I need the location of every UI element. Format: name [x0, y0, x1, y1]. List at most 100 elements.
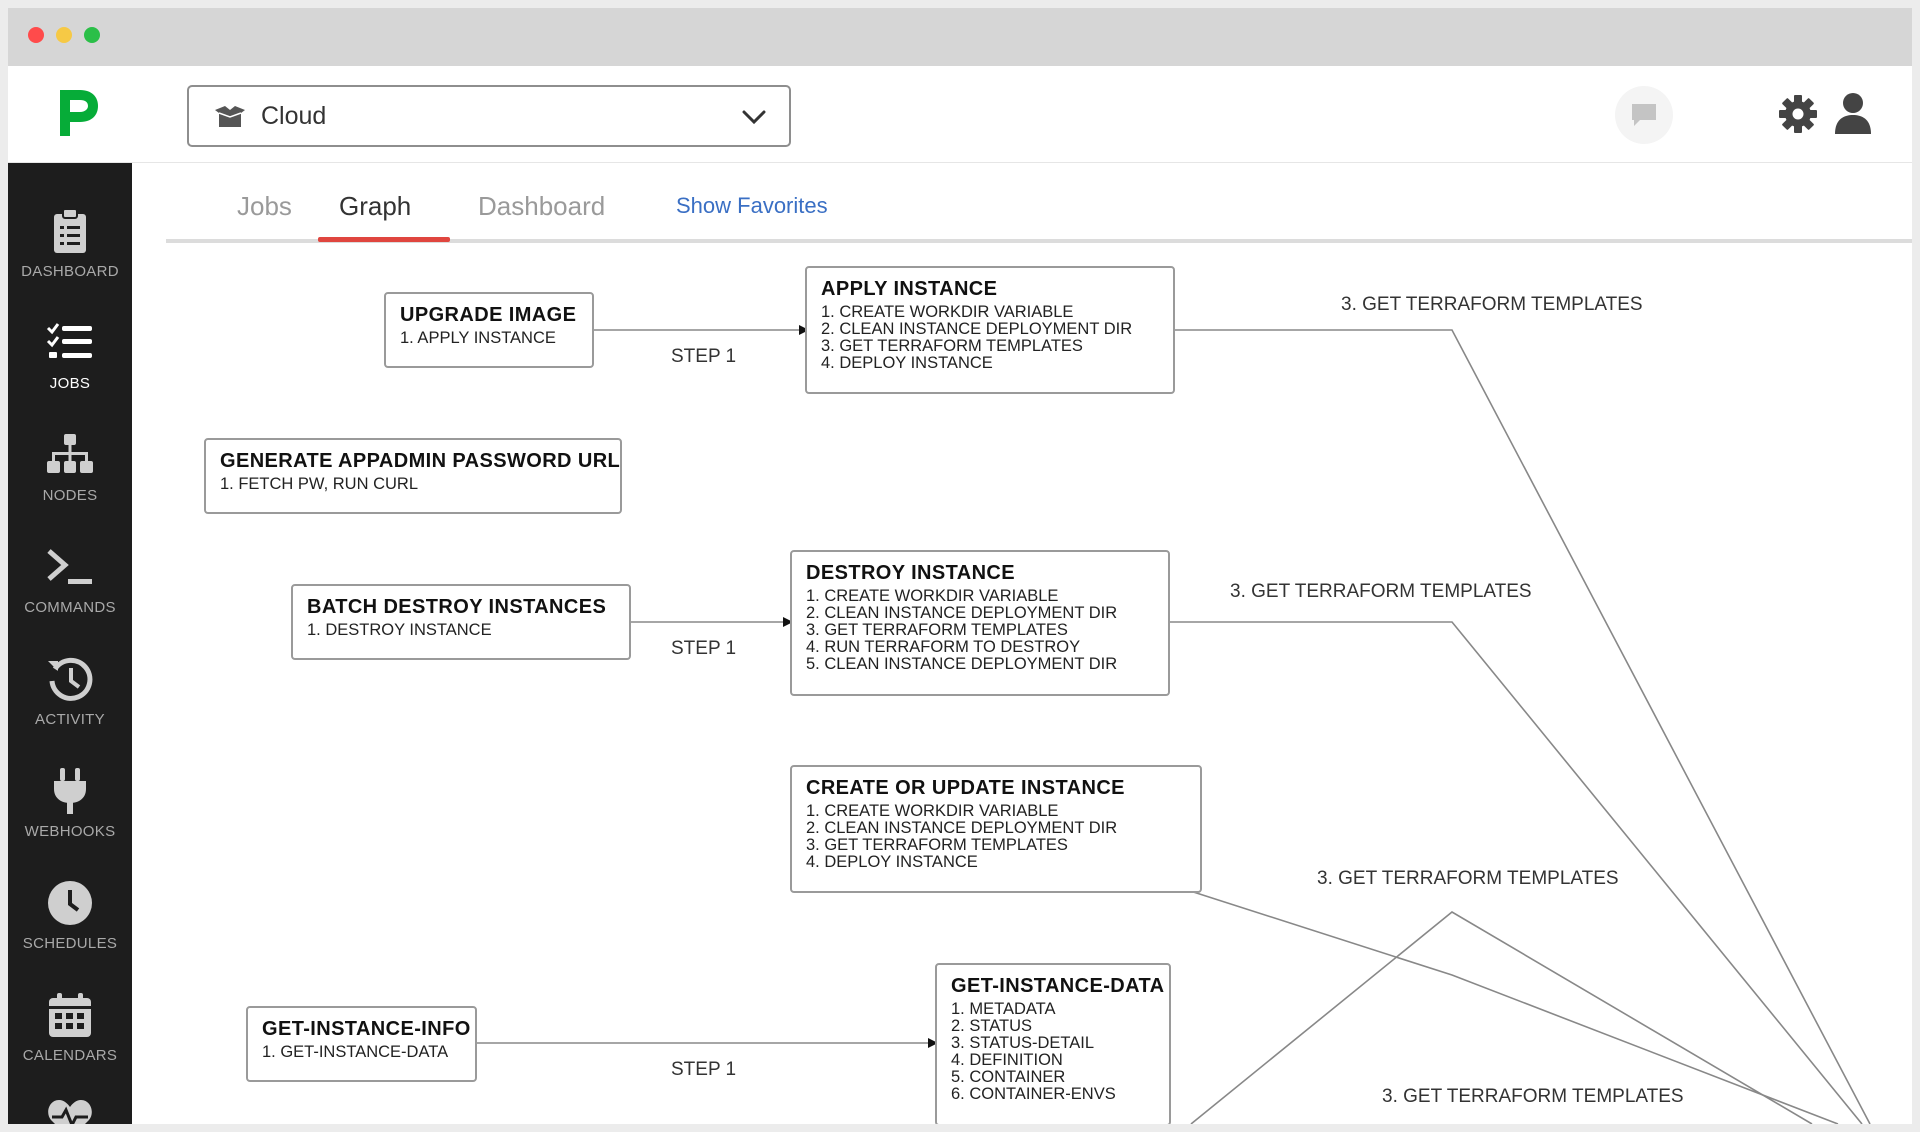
sidebar-item-webhooks[interactable]: WEBHOOKS	[8, 751, 132, 855]
chat-icon	[1632, 104, 1656, 126]
edge-label-step1: STEP 1	[671, 1059, 737, 1080]
terminal-icon	[47, 549, 92, 584]
tab-dashboard[interactable]: Dashboard	[478, 191, 606, 221]
job-node-title: GENERATE APPADMIN PASSWORD URL	[220, 450, 621, 472]
job-node-step: 6. CONTAINER-ENVS	[951, 1085, 1116, 1103]
edge-label-get-terraform-templates: 3. GET TERRAFORM TEMPLATES	[1341, 294, 1643, 315]
sidebar-item-schedules[interactable]: SCHEDULES	[8, 863, 132, 967]
sidebar-item-label: CALENDARS	[22, 1047, 118, 1064]
job-node-upgrade-image[interactable]: UPGRADE IMAGE 1. APPLY INSTANCE	[384, 292, 594, 368]
job-node-step: 3. STATUS-DETAIL	[951, 1034, 1095, 1052]
clock-icon	[48, 881, 92, 925]
hierarchy-icon	[47, 434, 93, 473]
tab-graph[interactable]: Graph	[339, 191, 412, 221]
job-node-title: BATCH DESTROY INSTANCES	[307, 596, 607, 618]
job-node-step: 1. FETCH PW, RUN CURL	[220, 475, 419, 493]
sidebar-item-commands[interactable]: COMMANDS	[8, 527, 132, 631]
sidebar-item-label: SCHEDULES	[22, 935, 118, 952]
job-node-title: DESTROY INSTANCE	[806, 562, 1016, 584]
app-window: Cloud	[8, 8, 1912, 1124]
gear-icon[interactable]	[1778, 94, 1818, 134]
heartbeat-icon	[48, 1100, 92, 1124]
sidebar-item-nodes[interactable]: NODES	[8, 415, 132, 519]
plug-icon	[54, 768, 86, 814]
edge-label-step1: STEP 1	[671, 346, 737, 367]
edge-get-data-templates	[1190, 911, 1813, 1124]
job-node-title: CREATE OR UPDATE INSTANCE	[806, 777, 1125, 799]
sidebar-item-label: DASHBOARD	[21, 263, 119, 280]
job-node-step: 1. APPLY INSTANCE	[400, 329, 556, 347]
job-node-title: UPGRADE IMAGE	[400, 304, 577, 326]
job-node-step: 2. CLEAN INSTANCE DEPLOYMENT DIR	[806, 819, 1118, 837]
user-icon[interactable]	[1834, 92, 1872, 134]
sidebar-item-jobs[interactable]: JOBS	[8, 303, 132, 407]
active-tab-indicator	[318, 237, 450, 242]
edge-label-get-terraform-templates: 3. GET TERRAFORM TEMPLATES	[1382, 1086, 1684, 1107]
job-node-step: 1. METADATA	[951, 1000, 1056, 1018]
job-node-get-instance-data[interactable]: GET-INSTANCE-DATA 1. METADATA 2. STATUS …	[935, 963, 1171, 1124]
job-node-step: 5. CONTAINER	[951, 1068, 1066, 1086]
project-select[interactable]: Cloud	[187, 85, 791, 147]
top-bar: Cloud	[8, 66, 1912, 163]
edge-label-get-terraform-templates: 3. GET TERRAFORM TEMPLATES	[1230, 581, 1532, 602]
window-maximize-button[interactable]	[84, 27, 100, 43]
window-close-button[interactable]	[28, 27, 44, 43]
checklist-icon	[46, 323, 92, 358]
job-node-create-or-update-instance[interactable]: CREATE OR UPDATE INSTANCE 1. CREATE WORK…	[790, 765, 1202, 893]
tab-baseline	[166, 239, 1912, 243]
job-node-batch-destroy-instances[interactable]: BATCH DESTROY INSTANCES 1. DESTROY INSTA…	[291, 584, 631, 660]
sidebar-nav: DASHBOARD JOBS NODES	[8, 163, 132, 1124]
job-node-step: 4. RUN TERRAFORM TO DESTROY	[806, 638, 1081, 656]
pagerduty-logo-icon[interactable]	[52, 84, 108, 144]
job-node-title: GET-INSTANCE-DATA	[951, 975, 1165, 997]
job-node-step: 4. DEPLOY INSTANCE	[821, 354, 993, 372]
tab-bar: Jobs Graph Dashboard Show Favorites	[166, 163, 1912, 245]
box-icon	[215, 106, 245, 127]
job-node-destroy-instance[interactable]: DESTROY INSTANCE 1. CREATE WORKDIR VARIA…	[790, 550, 1170, 696]
title-bar	[8, 8, 1912, 66]
job-node-get-instance-info[interactable]: GET-INSTANCE-INFO 1. GET-INSTANCE-DATA	[246, 1006, 477, 1082]
job-node-apply-instance[interactable]: APPLY INSTANCE 1. CREATE WORKDIR VARIABL…	[805, 266, 1175, 394]
edge-create-update-templates	[1183, 888, 1839, 1124]
job-node-step: 1. GET-INSTANCE-DATA	[262, 1043, 449, 1061]
job-node-step: 3. GET TERRAFORM TEMPLATES	[806, 621, 1068, 639]
chat-button[interactable]	[1615, 86, 1673, 144]
sidebar-item-label: COMMANDS	[24, 599, 116, 616]
history-icon	[48, 657, 93, 701]
graph-edges	[475, 325, 1871, 1124]
job-node-step: 1. CREATE WORKDIR VARIABLE	[806, 802, 1059, 820]
job-node-step: 4. DEPLOY INSTANCE	[806, 853, 978, 871]
job-node-step: 1. CREATE WORKDIR VARIABLE	[806, 587, 1059, 605]
tab-jobs[interactable]: Jobs	[237, 191, 292, 221]
sidebar-item-calendars[interactable]: CALENDARS	[8, 975, 132, 1079]
edge-label-get-terraform-templates: 3. GET TERRAFORM TEMPLATES	[1317, 868, 1619, 889]
edge-apply-templates	[1172, 329, 1871, 1124]
job-node-step: 5. CLEAN INSTANCE DEPLOYMENT DIR	[806, 655, 1118, 673]
show-favorites-link[interactable]: Show Favorites	[676, 193, 828, 218]
clipboard-icon	[54, 208, 86, 253]
sidebar-item-label: ACTIVITY	[35, 711, 105, 728]
job-node-step: 2. STATUS	[951, 1017, 1032, 1035]
job-node-title: APPLY INSTANCE	[821, 278, 998, 300]
sidebar-item-label: NODES	[42, 487, 98, 504]
job-node-step: 1. CREATE WORKDIR VARIABLE	[821, 303, 1074, 321]
job-node-step: 2. CLEAN INSTANCE DEPLOYMENT DIR	[821, 320, 1133, 338]
sidebar-item-label: JOBS	[49, 375, 91, 392]
sidebar-item-health[interactable]	[8, 1087, 132, 1124]
sidebar-item-activity[interactable]: ACTIVITY	[8, 639, 132, 743]
job-node-generate-appadmin-password-url[interactable]: GENERATE APPADMIN PASSWORD URL 1. FETCH …	[204, 438, 622, 514]
job-node-step: 3. GET TERRAFORM TEMPLATES	[821, 337, 1083, 355]
job-node-step: 2. CLEAN INSTANCE DEPLOYMENT DIR	[806, 604, 1118, 622]
window-minimize-button[interactable]	[56, 27, 72, 43]
calendar-icon	[49, 993, 91, 1037]
chevron-down-icon	[742, 110, 766, 125]
job-node-title: GET-INSTANCE-INFO	[262, 1018, 471, 1040]
edge-label-step1: STEP 1	[671, 638, 737, 659]
project-select-value: Cloud	[261, 102, 327, 130]
job-node-step: 4. DEFINITION	[951, 1051, 1063, 1069]
job-node-step: 3. GET TERRAFORM TEMPLATES	[806, 836, 1068, 854]
sidebar-item-dashboard[interactable]: DASHBOARD	[8, 191, 132, 295]
edge-destroy-templates	[1168, 621, 1863, 1124]
job-node-step: 1. DESTROY INSTANCE	[307, 621, 492, 639]
sidebar-item-label: WEBHOOKS	[24, 823, 116, 840]
